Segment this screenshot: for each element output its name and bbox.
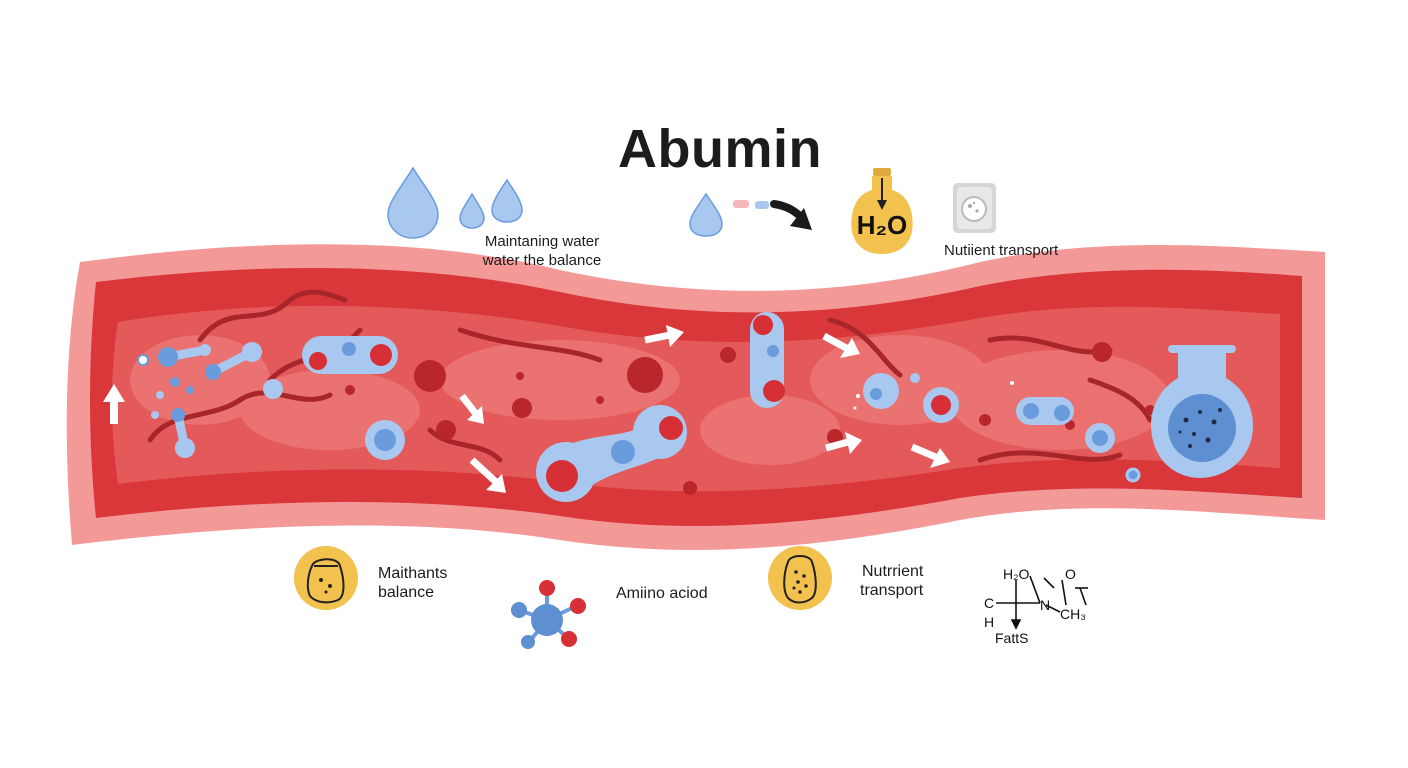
albumin-molecules bbox=[137, 312, 1141, 502]
nutrient-sack-icon bbox=[768, 546, 832, 610]
molecule-dumbbell-large bbox=[536, 405, 687, 502]
blue-flask-icon bbox=[1151, 345, 1253, 478]
molecule-single-3 bbox=[923, 387, 959, 423]
nutrient-container-icon bbox=[953, 183, 996, 233]
molecule-single-4 bbox=[1085, 423, 1141, 483]
diagram-title: Abumin bbox=[618, 119, 822, 179]
label-maintain-line1: Maithants bbox=[378, 565, 448, 582]
arrow-down-right-icon bbox=[459, 332, 950, 493]
molecule-vertical-chain bbox=[750, 312, 785, 408]
chem-carbon: C bbox=[984, 595, 995, 611]
blood-vessel bbox=[66, 244, 1326, 550]
label-water-balance-line2: water the balance bbox=[482, 252, 602, 269]
label-nutrient-transport-top: Nutiient transport bbox=[944, 242, 1059, 259]
label-nutrient-line1: Nutrrient bbox=[862, 563, 924, 580]
label-nutrient-line2: transport bbox=[860, 582, 924, 599]
h2o-flask-icon bbox=[851, 168, 913, 254]
molecule-left-cluster bbox=[137, 342, 283, 458]
label-maintain-line2: balance bbox=[378, 584, 435, 601]
arrow-right-icon bbox=[644, 325, 862, 454]
molecule-single-1 bbox=[365, 420, 405, 460]
label-amino-acid: Amiino aciod bbox=[616, 585, 708, 602]
sparkles bbox=[853, 381, 1014, 410]
molecule-single-2 bbox=[863, 373, 920, 409]
fatty-acid-structure bbox=[996, 575, 1088, 630]
chem-hydrogen: H bbox=[984, 614, 995, 630]
molecule-dumbbell-2 bbox=[1016, 397, 1074, 425]
molecule-dumbbell-1 bbox=[302, 336, 398, 374]
amino-acid-molecule-icon bbox=[511, 580, 586, 649]
arrow-up-icon bbox=[103, 384, 125, 424]
chem-h2o: H₂O bbox=[1003, 566, 1030, 582]
chem-ch3: CH₃ bbox=[1060, 606, 1086, 622]
chem-fatts-label: FattS bbox=[995, 630, 1029, 646]
red-particles bbox=[345, 342, 1155, 495]
water-drops-icon bbox=[387, 166, 523, 239]
chem-oxygen: O bbox=[1065, 566, 1076, 582]
flask-h2o-label: H₂O bbox=[856, 210, 908, 240]
flow-arrows bbox=[103, 325, 950, 493]
label-water-balance-line1: Maintaning water bbox=[484, 233, 600, 250]
chem-nitrogen: N bbox=[1040, 597, 1051, 613]
drop-to-flask-icon bbox=[689, 192, 812, 237]
balance-sack-icon bbox=[294, 546, 358, 610]
